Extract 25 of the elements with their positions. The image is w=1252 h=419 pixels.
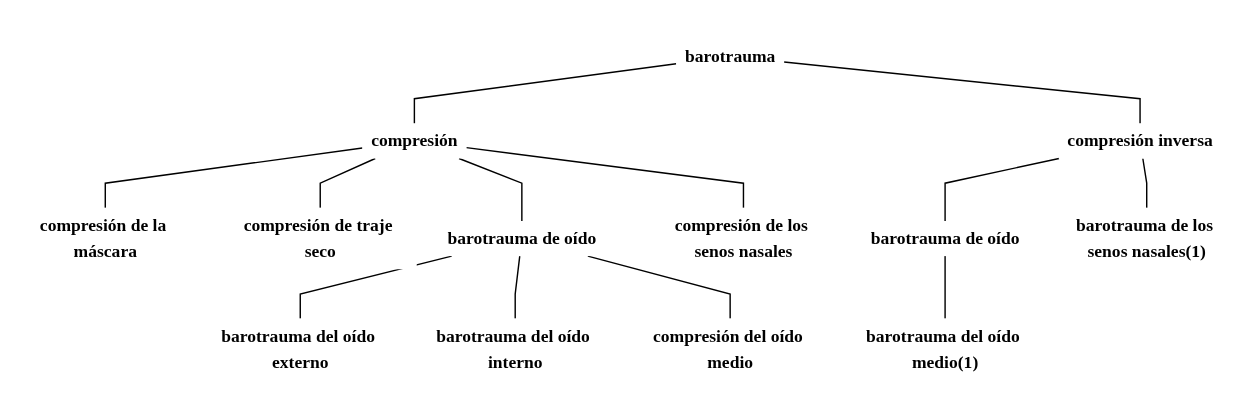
connector	[944, 157, 1060, 222]
connector	[458, 157, 523, 222]
connector	[783, 61, 1141, 125]
node-text: barotrauma del oído medio(1)	[866, 326, 1020, 372]
node-text: compresión de los senos nasales	[674, 215, 808, 261]
connector	[1142, 157, 1148, 209]
connector	[514, 255, 521, 320]
node-text: barotrauma de oído	[870, 228, 1020, 248]
connector	[587, 255, 731, 320]
node-text: compresión inversa	[1067, 131, 1213, 150]
node-text: barotrauma del oído interno	[436, 326, 590, 372]
node-text: compresión del oído medio	[653, 326, 803, 372]
node-text: barotrauma	[684, 46, 776, 66]
connector	[413, 63, 677, 125]
connector	[104, 147, 364, 209]
connector	[299, 255, 453, 320]
connector	[319, 157, 376, 209]
connector	[465, 146, 745, 209]
node-text: compresión	[371, 131, 458, 150]
node-text: barotrauma de oído	[447, 228, 597, 248]
node-text: compresión de traje seco	[243, 215, 393, 261]
node-text: barotrauma del oído externo	[221, 326, 375, 372]
connector	[944, 255, 946, 320]
node-text: compresión de la máscara	[39, 215, 167, 261]
node-text: barotrauma de los senos nasales(1)	[1075, 215, 1214, 261]
